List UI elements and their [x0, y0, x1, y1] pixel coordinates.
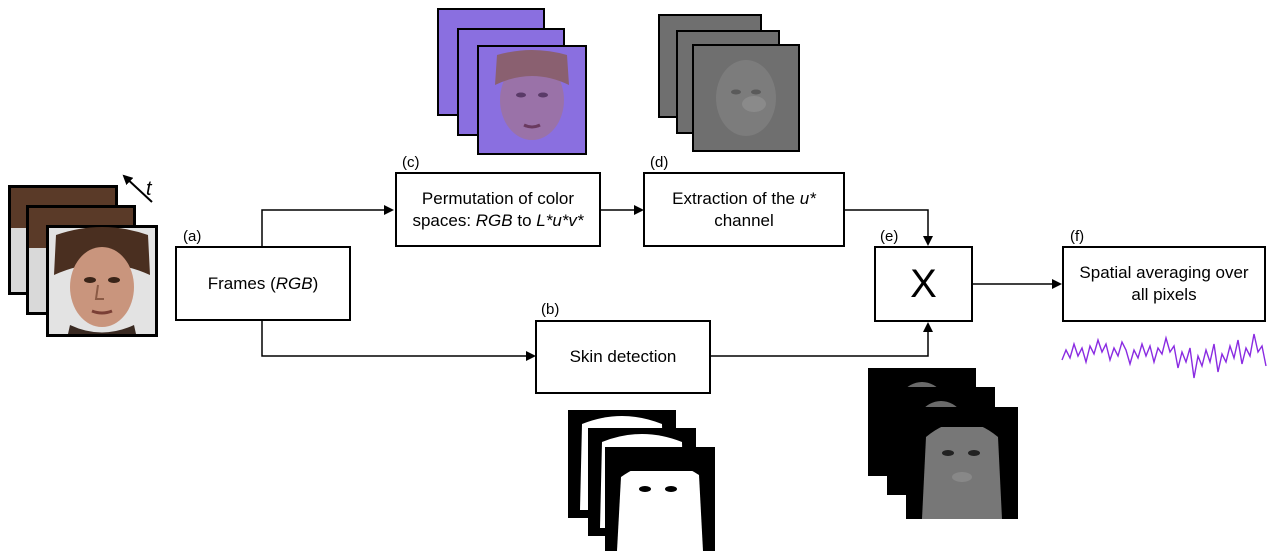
u-channel-frame-front: [692, 44, 800, 152]
skin-detection-box: Skin detection: [535, 320, 711, 394]
step-e-tag: (e): [880, 228, 899, 245]
frames-label-close: ): [312, 273, 319, 293]
arrow-a-to-c: [261, 205, 394, 246]
face-frame-front: [46, 225, 158, 337]
step-f-tag: (f): [1070, 228, 1085, 245]
u-extraction-u: u*: [799, 188, 816, 208]
u-extraction-line1: Extraction of the: [672, 188, 800, 208]
arrow-a-to-b: [261, 320, 536, 361]
u-extraction-line2: channel: [714, 210, 774, 230]
luv-frame-front: [477, 45, 587, 155]
spatial-averaging-line2: all pixels: [1131, 285, 1197, 304]
masked-frames-stack: [868, 368, 1018, 519]
spatial-averaging-line1: Spatial averaging over: [1079, 263, 1249, 282]
color-permutation-rgb: RGB: [475, 210, 513, 230]
color-permutation-to: to: [512, 210, 537, 230]
frames-rgb-label: RGB: [275, 273, 313, 293]
step-b-tag: (b): [541, 301, 560, 318]
skin-mask-frame-front: [605, 447, 715, 551]
frames-label: Frames (: [207, 273, 276, 293]
step-d-tag: (d): [650, 154, 669, 171]
step-c-tag: (c): [402, 154, 420, 171]
color-permutation-line1: Permutation of color: [421, 188, 575, 208]
u-extraction-box: Extraction of the u* channel: [643, 172, 845, 247]
time-arrow: [122, 174, 153, 203]
luv-frames-stack: [437, 8, 587, 155]
arrow-b-to-e: [710, 322, 933, 357]
arrow-d-to-e: [844, 209, 933, 246]
step-a-tag: (a): [183, 228, 202, 245]
masked-frame-front: [906, 407, 1018, 519]
color-permutation-line2-pre: spaces:: [412, 210, 476, 230]
spatial-averaging-box: Spatial averaging over all pixels: [1062, 246, 1266, 322]
multiply-symbol: X: [910, 262, 937, 306]
frames-rgb-box: Frames (RGB): [175, 246, 351, 321]
time-label: t: [146, 178, 152, 200]
color-permutation-luv: L*u*v*: [536, 210, 584, 230]
color-permutation-box: Permutation of color spaces: RGB to L*u*…: [395, 172, 601, 247]
u-channel-frames-stack: [658, 14, 800, 152]
skin-detection-label: Skin detection: [569, 347, 677, 366]
output-signal: [1061, 333, 1267, 379]
multiply-box: X: [874, 246, 973, 322]
input-frames-stack: [8, 185, 158, 337]
skin-mask-frames-stack: [568, 410, 715, 551]
